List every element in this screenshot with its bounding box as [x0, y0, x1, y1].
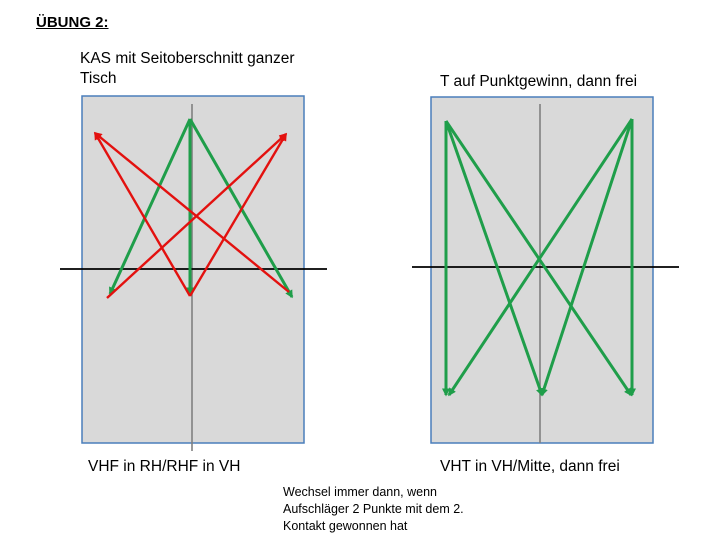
- left-diagram-bottom-caption: VHF in RH/RHF in VH: [88, 458, 241, 475]
- exercise-title: ÜBUNG 2:: [36, 14, 109, 31]
- exercise-note: Wechsel immer dann, wenn Aufschläger 2 P…: [283, 485, 464, 533]
- left-red-arrow-3: [93, 131, 192, 297]
- right-table-diagram: [412, 96, 679, 444]
- right-green-arrow-5: [540, 118, 634, 397]
- left-red-arrow-4: [93, 132, 290, 293]
- left-red-arrow-2: [188, 132, 288, 297]
- right-diagram-top-caption: T auf Punktgewinn, dann frei: [440, 73, 638, 90]
- right-diagram-bottom-caption: VHT in VH/Mitte, dann frei: [440, 458, 620, 475]
- left-green-arrow-left: [108, 118, 192, 296]
- right-green-arrow-2: [444, 120, 544, 397]
- right-green-arrow-6: [447, 118, 634, 397]
- left-table-diagram: [60, 95, 327, 451]
- left-diagram-top-caption: KAS mit Seitoberschnitt ganzer Tisch: [80, 50, 295, 87]
